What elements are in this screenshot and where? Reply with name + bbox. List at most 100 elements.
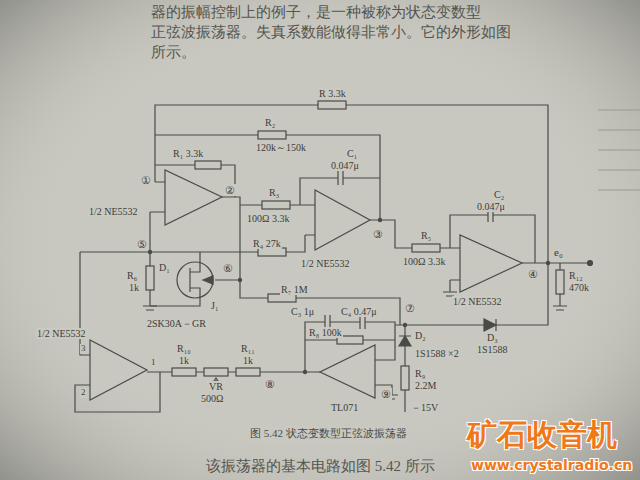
- component-label: e₀: [553, 246, 564, 258]
- opamp-symbol: [315, 190, 370, 250]
- component-label: R₆: [126, 270, 138, 281]
- component-label: D₁: [158, 262, 171, 273]
- wire: [143, 252, 157, 310]
- component-label: 120k～150k: [255, 142, 307, 153]
- component-label: R 3.3k: [318, 88, 347, 99]
- component-label: 500Ω: [200, 393, 224, 404]
- component-label: D₃: [486, 332, 499, 343]
- wire: [305, 322, 395, 372]
- resistor-symbol: [412, 244, 440, 252]
- wire: [450, 215, 535, 263]
- component-label: 1: [150, 358, 157, 368]
- terminal: [588, 261, 593, 266]
- resistor-symbol: [172, 368, 196, 376]
- component-label: 100Ω 3.3k: [246, 213, 290, 224]
- component-label: 0.047μ: [330, 160, 360, 171]
- wire: [553, 263, 567, 310]
- junction-dot: [403, 323, 407, 327]
- watermark: www.crystalradio.cn: [470, 458, 633, 473]
- resistor-symbol: [262, 201, 290, 209]
- table-rule: [598, 110, 640, 190]
- component-label: －15V: [410, 402, 439, 413]
- component-label: R₈ 100k: [308, 327, 343, 338]
- component-label: VR: [208, 381, 224, 392]
- component-label: 2SK30A－GR: [146, 318, 207, 329]
- opamp-symbol: [460, 235, 522, 292]
- component-label: 1/2 NE5532: [36, 328, 87, 339]
- component-label: 100Ω 3.3k: [402, 256, 446, 267]
- wire: [155, 105, 548, 263]
- component-label: 1/2 NE5532: [300, 258, 351, 269]
- component-label: TL071: [330, 402, 359, 413]
- resistor-symbol: [236, 368, 260, 376]
- component-label: 470k: [568, 282, 590, 293]
- component-label: 1k: [242, 355, 254, 366]
- fet-arrow: [203, 276, 213, 284]
- component-label: R₁₁: [240, 343, 256, 354]
- capacitor-symbol: [338, 171, 343, 185]
- wire: [395, 263, 548, 325]
- component-label: C₄ 0.47μ: [340, 306, 378, 317]
- component-label: ④: [527, 268, 539, 280]
- component-label: ⑥: [222, 262, 234, 274]
- body-text: 所示。: [150, 44, 197, 61]
- component-label: 1/2 NE5532: [88, 206, 139, 217]
- junction-dot: [546, 261, 550, 265]
- component-label: R₁₂: [568, 270, 584, 281]
- wire: [149, 212, 150, 252]
- wire: [522, 262, 590, 263]
- wire: [300, 178, 380, 205]
- body-text: 正弦波振荡器。失真系数能做得非常小。它的外形如图: [150, 24, 512, 41]
- component-label: C₂: [493, 189, 505, 200]
- component-label: R₃: [268, 187, 280, 198]
- resistor-symbol: [146, 266, 154, 290]
- component-label: C₃ 1μ: [290, 306, 315, 317]
- wire: [150, 252, 240, 306]
- junction-dot: [238, 278, 242, 282]
- component-label: R₉: [414, 368, 426, 379]
- wire: [75, 252, 160, 412]
- component-label: R₅: [420, 230, 432, 241]
- resistor-symbol: [258, 131, 286, 139]
- component-label: ③: [372, 228, 384, 240]
- component-label: 1S1588 ×2: [414, 348, 460, 359]
- watermark: 矿石收音机: [466, 418, 618, 451]
- component-label: 1S1588: [476, 344, 509, 355]
- resistor-symbol: [556, 270, 564, 294]
- body-text: 该振荡器的基本电路如图 5.42 所示: [205, 458, 436, 475]
- component-label: R₄ 27k: [252, 238, 282, 249]
- potentiometer-symbol: [204, 368, 228, 376]
- ground-symbol: [443, 280, 460, 296]
- component-label: R₁ 3.3k: [172, 148, 204, 159]
- component-label: 2.2M: [414, 380, 437, 391]
- component-label: D₂: [414, 330, 427, 341]
- junction-dot: [378, 218, 382, 222]
- component-label: R₁₀: [176, 343, 192, 354]
- resistor-symbol: [268, 294, 296, 302]
- component-label: ⑧: [264, 378, 276, 390]
- fet-symbol: [177, 262, 213, 298]
- resistor-symbol: [401, 366, 409, 390]
- component-label: J₁: [210, 300, 219, 311]
- diode-symbol: [484, 319, 496, 331]
- wire: [150, 182, 165, 212]
- component-label: 1/2 NE5532: [452, 296, 503, 307]
- opamp-symbol: [90, 340, 147, 400]
- component-label: 1k: [178, 355, 190, 366]
- component-label: 3: [80, 344, 87, 354]
- component-label: R₂: [264, 117, 276, 128]
- resistor-symbol: [258, 248, 286, 256]
- wire: [240, 205, 400, 325]
- component-label: ⑤: [136, 238, 148, 250]
- component-label: 0.047μ: [476, 201, 506, 212]
- component-label: R₇ 1M: [280, 284, 309, 295]
- opamp-symbol: [320, 345, 375, 398]
- component-label: ⑦: [404, 302, 416, 314]
- component-label: C₁: [346, 148, 358, 159]
- component-label: 2: [80, 388, 87, 398]
- component-label: ②: [224, 184, 236, 196]
- component-label: ①: [140, 174, 152, 186]
